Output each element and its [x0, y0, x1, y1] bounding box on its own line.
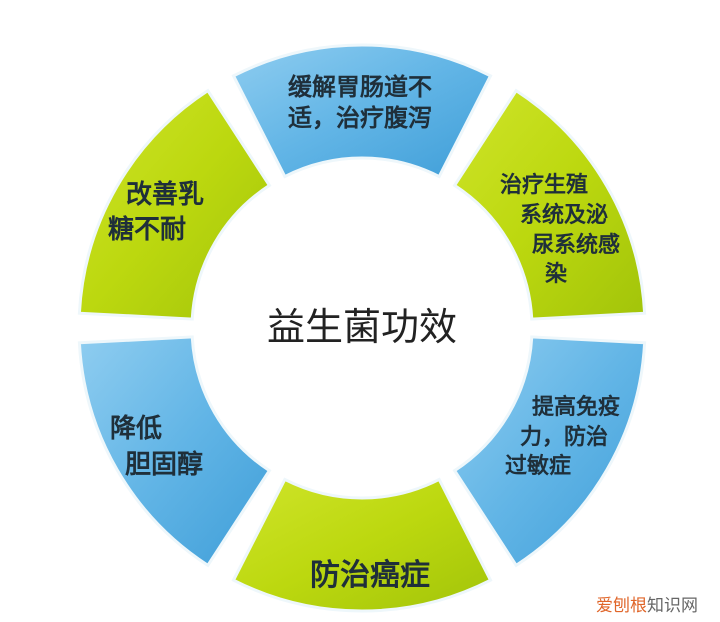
segment-top-right-line-1: 治疗生殖: [500, 172, 588, 198]
center-title: 益生菌功效: [267, 305, 457, 349]
segment-top-line-2: 适，治疗腹泻: [288, 104, 432, 132]
segment-top: [231, 43, 493, 179]
segment-top-right-line-2: 系统及泌: [520, 202, 608, 228]
segment-text-bottom-right: 提高免疫 力，防治 过敏症: [505, 394, 620, 479]
segment-bottom-right-line-1: 提高免疫: [532, 394, 620, 420]
segment-bottom-right-line-2: 力，防治: [520, 424, 608, 450]
segment-text-bottom-left: 降低 胆固醇: [110, 414, 203, 480]
segment-top-right: [452, 88, 647, 321]
segment-top-right-line-3: 尿系统感: [532, 232, 620, 258]
segment-bottom: [231, 477, 493, 613]
segment-bottom-right: [452, 335, 647, 568]
segment-bottom-left: [77, 335, 272, 568]
segment-text-top: 缓解胃肠道不 适，治疗腹泻: [288, 73, 432, 132]
segment-text-top-right: 治疗生殖 系统及泌 尿系统感 染: [500, 172, 620, 287]
segment-top-left-line-2: 糖不耐: [108, 214, 186, 245]
watermark-part-2: 知识网: [647, 596, 698, 616]
segment-text-top-left: 改善乳 糖不耐: [108, 179, 204, 245]
segment-text-bottom: 防治癌症: [310, 558, 430, 593]
segment-top-line-1: 缓解胃肠道不: [288, 73, 432, 101]
segment-top-right-line-4: 染: [545, 261, 567, 287]
watermark-part-1: 爱刨根: [596, 596, 647, 616]
segment-top-left-line-1: 改善乳: [126, 179, 204, 210]
watermark: 爱刨根知识网: [596, 591, 698, 616]
segment-top-left: [77, 88, 272, 321]
segment-bottom-line-1: 防治癌症: [310, 558, 430, 593]
segment-bottom-right-line-3: 过敏症: [505, 453, 571, 479]
segment-bottom-left-line-2: 胆固醇: [125, 449, 203, 480]
segment-bottom-left-line-1: 降低: [110, 414, 162, 444]
